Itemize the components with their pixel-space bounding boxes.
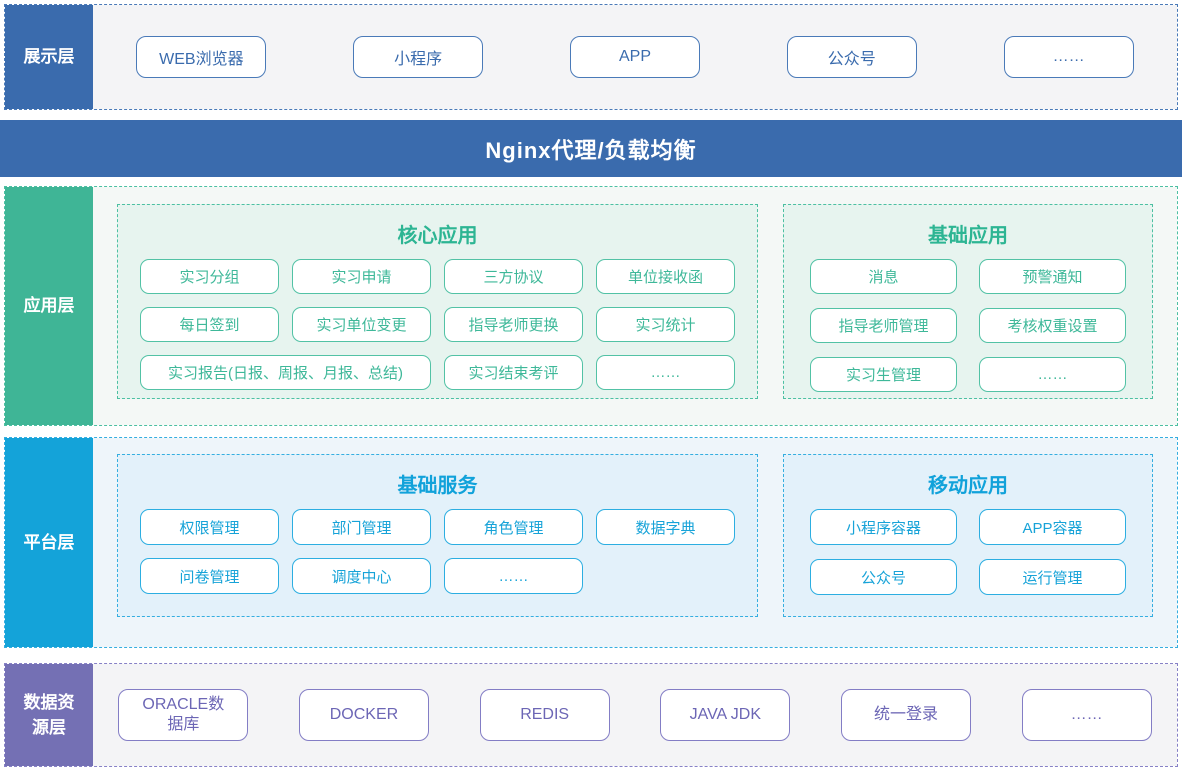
node-more-presentation: …… — [1003, 36, 1134, 78]
datasource-layer-content: ORACLE数据库 DOCKER REDIS JAVA JDK 统一登录 …… — [93, 664, 1177, 766]
core-application-title: 核心应用 — [397, 225, 478, 247]
node-more-basic-services: …… — [444, 558, 583, 594]
basic-application-grid: 消息 预警通知 指导老师管理 考核权重设置 实习生管理 …… — [810, 259, 1126, 392]
node-tripartite-agreement: 三方协议 — [444, 259, 583, 294]
node-official-account-platform: 公众号 — [810, 559, 957, 595]
node-unified-login: 统一登录 — [840, 689, 971, 741]
node-internship-report: 实习报告(日报、周报、月报、总结) — [140, 355, 431, 390]
datasource-layer-label: 数据资源层 — [5, 664, 93, 766]
node-advisor-management: 指导老师管理 — [810, 308, 957, 343]
node-permission-management: 权限管理 — [140, 509, 279, 545]
node-department-management: 部门管理 — [292, 509, 431, 545]
node-app: APP — [569, 36, 700, 78]
node-advisor-change: 指导老师更换 — [444, 307, 583, 342]
platform-layer-row: 平台层 基础服务 权限管理 部门管理 角色管理 数据字典 问卷管理 调度中心 …… — [4, 437, 1178, 648]
mobile-application-group: 移动应用 小程序容器 APP容器 公众号 运行管理 — [783, 454, 1153, 617]
platform-layer-label: 平台层 — [5, 438, 93, 647]
node-more-datasource: …… — [1021, 689, 1152, 741]
node-more-core-application: …… — [596, 355, 735, 390]
node-internship-statistics: 实习统计 — [596, 307, 735, 342]
presentation-layer-row: 展示层 WEB浏览器 小程序 APP 公众号 …… — [4, 4, 1178, 110]
node-message: 消息 — [810, 259, 957, 294]
node-intern-management: 实习生管理 — [810, 357, 957, 392]
mobile-application-title: 移动应用 — [928, 475, 1008, 497]
basic-application-title: 基础应用 — [928, 225, 1008, 247]
node-redis: REDIS — [479, 689, 610, 741]
basic-application-group: 基础应用 消息 预警通知 指导老师管理 考核权重设置 实习生管理 …… — [783, 204, 1153, 399]
application-layer-content: 核心应用 实习分组 实习申请 三方协议 单位接收函 每日签到 实习单位变更 指导… — [93, 187, 1177, 425]
node-final-evaluation: 实习结束考评 — [444, 355, 583, 390]
node-daily-checkin: 每日签到 — [140, 307, 279, 342]
node-official-account: 公众号 — [786, 36, 917, 78]
basic-services-title: 基础服务 — [397, 475, 478, 497]
node-operation-management: 运行管理 — [979, 559, 1126, 595]
application-layer-row: 应用层 核心应用 实习分组 实习申请 三方协议 单位接收函 每日签到 实习单位变… — [4, 186, 1178, 426]
node-internship-grouping: 实习分组 — [140, 259, 279, 294]
node-miniprogram-container: 小程序容器 — [810, 509, 957, 545]
nginx-load-balancer-bar: Nginx代理/负载均衡 — [0, 120, 1182, 177]
node-mini-program: 小程序 — [353, 36, 484, 78]
basic-services-grid: 权限管理 部门管理 角色管理 数据字典 问卷管理 调度中心 …… — [140, 509, 735, 594]
platform-layer-content: 基础服务 权限管理 部门管理 角色管理 数据字典 问卷管理 调度中心 …… 移动… — [93, 438, 1177, 647]
node-unit-acceptance-letter: 单位接收函 — [596, 259, 735, 294]
datasource-layer-row: 数据资源层 ORACLE数据库 DOCKER REDIS JAVA JDK 统一… — [4, 663, 1178, 767]
node-more-basic-application: …… — [979, 357, 1126, 392]
node-dispatch-center: 调度中心 — [292, 558, 431, 594]
node-alert-notification: 预警通知 — [979, 259, 1126, 294]
node-java-jdk: JAVA JDK — [660, 689, 791, 741]
presentation-layer-content: WEB浏览器 小程序 APP 公众号 …… — [93, 5, 1177, 109]
node-questionnaire-management: 问卷管理 — [140, 558, 279, 594]
node-internship-application: 实习申请 — [292, 259, 431, 294]
basic-services-group: 基础服务 权限管理 部门管理 角色管理 数据字典 问卷管理 调度中心 …… — [117, 454, 758, 617]
node-data-dictionary: 数据字典 — [596, 509, 735, 545]
mobile-application-grid: 小程序容器 APP容器 公众号 运行管理 — [810, 509, 1126, 595]
node-role-management: 角色管理 — [444, 509, 583, 545]
node-assessment-weight-settings: 考核权重设置 — [979, 308, 1126, 343]
node-internship-unit-change: 实习单位变更 — [292, 307, 431, 342]
node-app-container: APP容器 — [979, 509, 1126, 545]
core-application-grid: 实习分组 实习申请 三方协议 单位接收函 每日签到 实习单位变更 指导老师更换 … — [140, 259, 735, 390]
presentation-layer-label: 展示层 — [5, 5, 93, 109]
node-web-browser: WEB浏览器 — [136, 36, 267, 78]
node-oracle-database: ORACLE数据库 — [118, 689, 249, 741]
core-application-group: 核心应用 实习分组 实习申请 三方协议 单位接收函 每日签到 实习单位变更 指导… — [117, 204, 758, 399]
application-layer-label: 应用层 — [5, 187, 93, 425]
node-docker: DOCKER — [298, 689, 429, 741]
